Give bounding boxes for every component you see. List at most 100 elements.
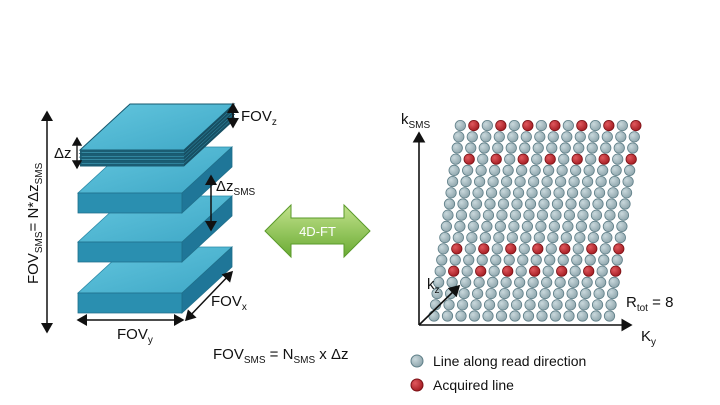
kspace-line-dot: [457, 198, 469, 210]
kspace-line-dot: [445, 187, 457, 199]
kspace-line-dot: [574, 131, 586, 143]
kspace-line-dot: [564, 299, 577, 311]
kspace-line-dot: [578, 299, 590, 311]
legend-gray-dot: [410, 354, 424, 368]
kspace-line-dot: [568, 276, 580, 288]
kspace-line-dot: [554, 276, 566, 288]
kspace-line-dot: [589, 120, 601, 132]
kspace-line-dot: [599, 243, 611, 255]
kspace-line-dot: [498, 287, 511, 300]
kspace-line-dot: [520, 232, 532, 244]
kspace-line-dot: [619, 198, 631, 210]
k-sms-label: kSMS: [401, 111, 431, 131]
kspace-line-dot: [584, 254, 596, 266]
kspace-line-dot: [563, 209, 576, 221]
acquired-line-dot: [505, 243, 517, 255]
acquired-line-dot: [583, 265, 595, 277]
kspace-line-dot: [576, 310, 589, 322]
kspace-line-dot: [566, 287, 578, 300]
kspace-line-dot: [586, 142, 598, 154]
kspace-line-dot: [484, 198, 496, 210]
kspace-line-dot: [536, 209, 549, 221]
kspace-line-dot: [436, 254, 448, 266]
kspace-line-dot: [466, 131, 478, 143]
kspace-line-dot: [470, 299, 482, 311]
kspace-line-dot: [481, 220, 493, 232]
kspace-line-dot: [565, 198, 577, 210]
kspace-line-dot: [608, 276, 620, 288]
kspace-line-dot: [507, 131, 519, 143]
kspace-line-dot: [515, 265, 527, 277]
kspace-grid: [428, 120, 642, 322]
kspace-line-dot: [456, 299, 469, 311]
kspace-line-dot: [622, 176, 634, 188]
kspace-line-dot: [606, 287, 619, 300]
four-d-ft-label: 4D-FT: [299, 224, 336, 239]
kspace-line-dot: [614, 232, 626, 244]
kspace-line-dot: [543, 164, 555, 176]
kspace-line-dot: [600, 142, 612, 154]
kspace-line-dot: [552, 287, 565, 300]
kspace-line-dot: [538, 198, 550, 210]
kspace-line-dot: [452, 232, 464, 244]
kspace-line-dot: [449, 254, 461, 266]
kspace-line-dot: [446, 176, 459, 188]
kspace-line-dot: [539, 287, 551, 300]
kspace-line-dot: [453, 131, 465, 143]
kspace-line-dot: [583, 164, 595, 176]
legend-item-acquired: Acquired line: [433, 377, 514, 393]
kspace-line-dot: [493, 232, 505, 244]
kspace-line-dot: [518, 243, 530, 255]
acquired-line-dot: [625, 153, 637, 165]
acquired-line-dot: [598, 153, 610, 165]
acquired-line-dot: [556, 265, 568, 277]
kspace-line-dot: [585, 153, 597, 165]
kspace-line-dot: [485, 187, 498, 199]
kspace-line-dot: [541, 276, 553, 288]
kspace-line-dot: [550, 209, 562, 221]
k-z-axis: [418, 284, 461, 326]
kspace-line-dot: [450, 153, 462, 165]
kspace-line-dot: [559, 142, 571, 154]
acquired-line-dot: [613, 243, 625, 255]
kspace-line-dot: [620, 187, 633, 199]
delta-z-sms-label: ΔzSMS: [216, 178, 256, 198]
kspace-line-dot: [470, 198, 483, 210]
double-arrow-icon: 4D-FT: [264, 203, 371, 259]
kspace-line-dot: [616, 120, 628, 132]
kspace-line-dot: [587, 232, 599, 244]
kspace-line-dot: [439, 232, 451, 244]
acquired-line-dot: [559, 243, 571, 255]
kspace-line-dot: [560, 232, 572, 244]
kspace-line-dot: [578, 198, 591, 210]
kspace-line-dot: [434, 265, 446, 277]
kspace-line-dot: [437, 243, 449, 255]
kspace-line-dot: [616, 220, 628, 232]
kspace-line-dot: [551, 299, 563, 311]
kspace-line-dot: [478, 142, 490, 154]
kspace-line-dot: [529, 164, 541, 176]
kspace-line-dot: [497, 299, 509, 311]
fov-x-arrow: [184, 270, 234, 322]
kspace-line-dot: [547, 232, 559, 244]
kspace-line-dot: [514, 276, 526, 288]
kspace-line-dot: [494, 220, 506, 232]
kspace-line-dot: [477, 153, 489, 165]
kspace-line-dot: [508, 120, 520, 132]
kspace-line-dot: [500, 276, 512, 288]
kspace-line-dot: [524, 299, 536, 311]
kspace-line-dot: [446, 276, 458, 288]
kspace-line-dot: [527, 276, 539, 288]
kspace-line-dot: [581, 176, 594, 188]
kspace-line-dot: [557, 254, 569, 266]
kspace-line-dot: [482, 310, 494, 322]
kspace-line-dot: [604, 209, 616, 221]
kspace-line-dot: [539, 187, 552, 199]
kspace-line-dot: [458, 187, 471, 199]
kspace-line-dot: [574, 232, 586, 244]
kspace-line-dot: [527, 176, 540, 188]
acquired-line-dot: [495, 120, 507, 132]
kspace-line-dot: [509, 310, 521, 322]
r-tot-label: Rtot = 8: [626, 294, 673, 314]
kspace-line-dot: [460, 276, 472, 288]
